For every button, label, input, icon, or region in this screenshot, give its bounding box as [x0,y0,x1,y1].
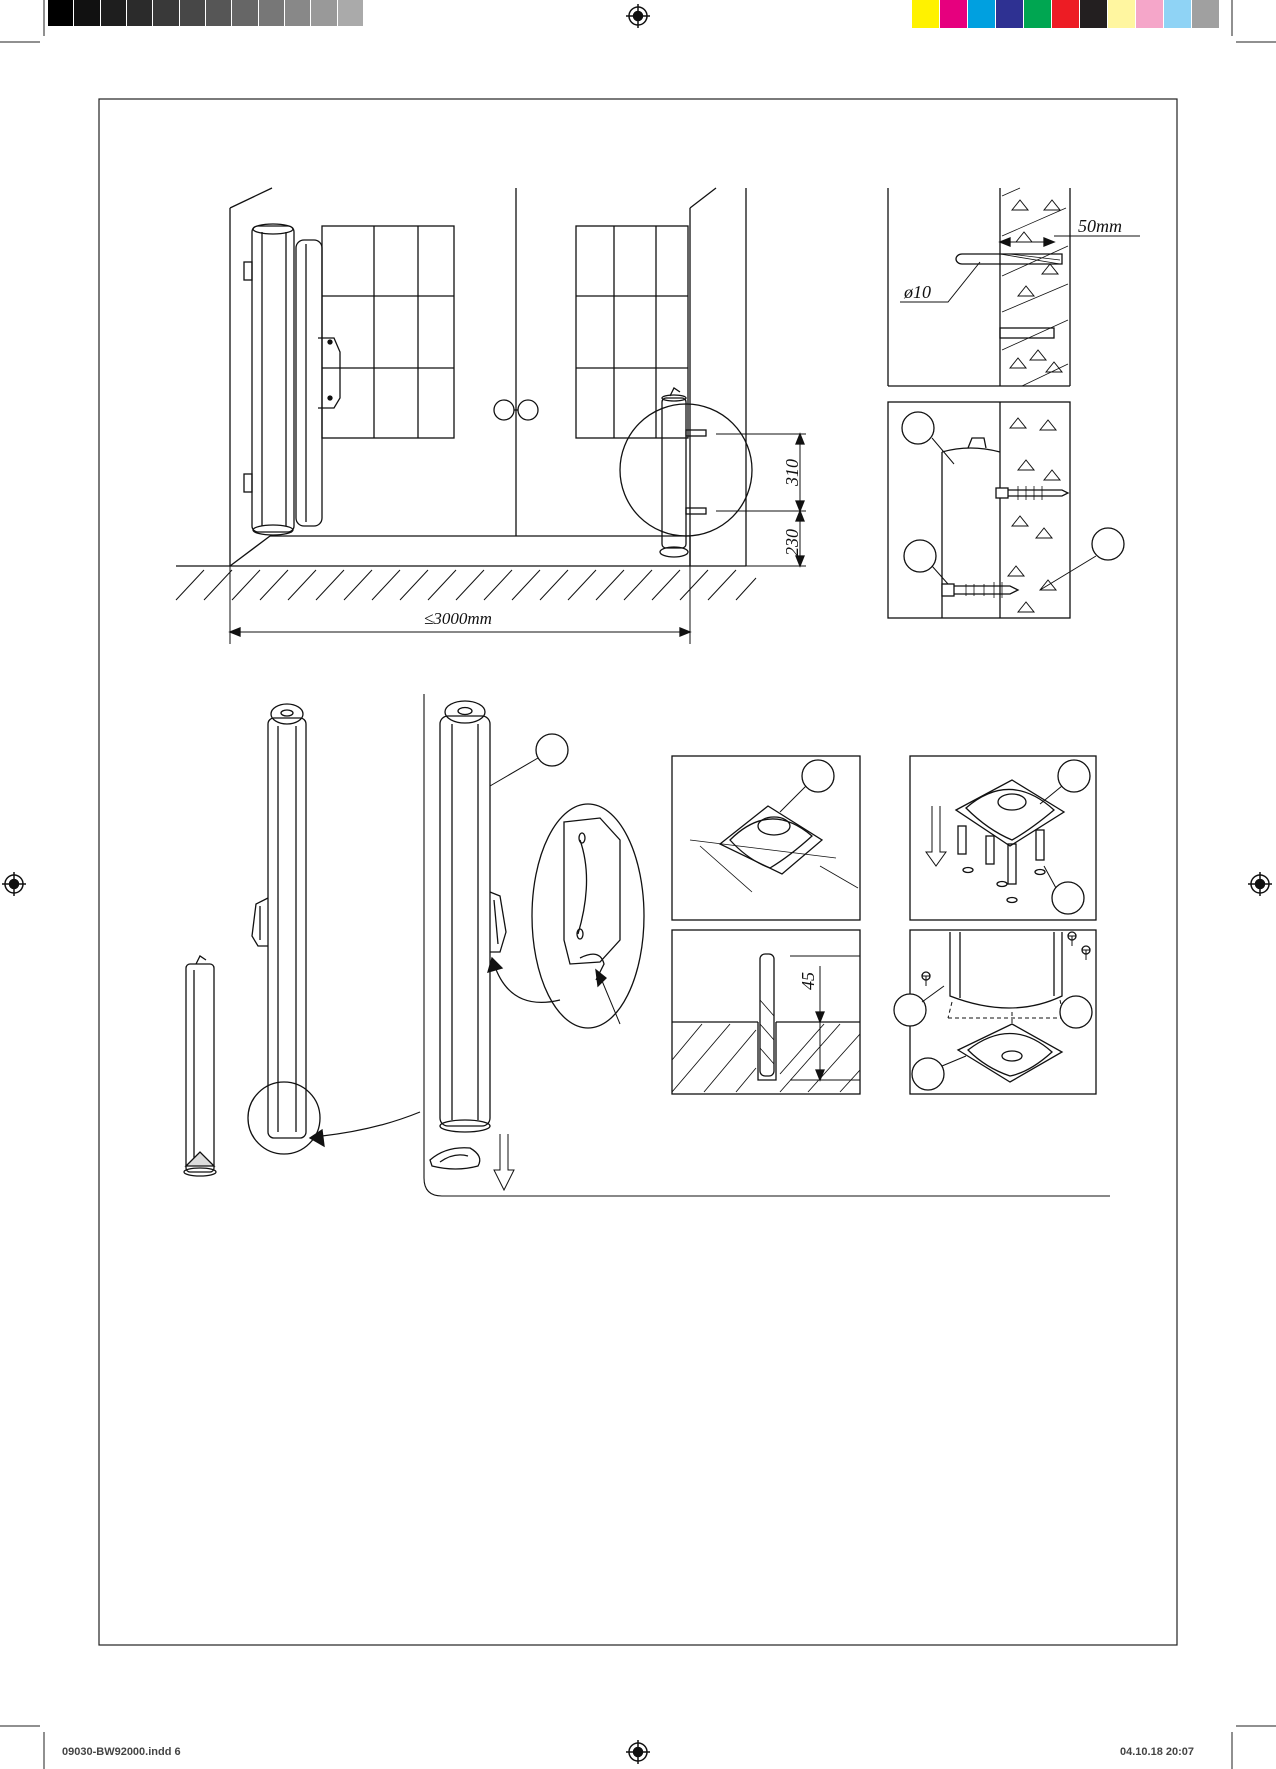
wall-anchor-detail [888,402,1124,618]
floor-hatching [176,570,756,600]
width-dimension-label: ≤3000mm [424,609,492,628]
installation-overview-figure [176,188,806,644]
lower-dimension-label: 230 [782,529,802,556]
registration-mark-top [626,4,650,28]
registration-mark-left [2,872,26,896]
post-base-assembly-detail [894,930,1096,1094]
registration-mark-bottom [626,1740,650,1764]
footer-date-label: 04.10.18 20:07 [1120,1746,1194,1758]
base-bolts-detail [910,756,1096,920]
floor-drilling-detail [672,930,860,1094]
assembled-posts-figure [184,704,420,1176]
post-handle-detail-figure [424,694,1110,1196]
registration-mark-right [1248,872,1272,896]
drill-diameter-label: ø10 [903,282,931,302]
floor-drill-depth-label: 45 [798,972,818,990]
footer-file-label: 09030-BW92000.indd 6 [62,1746,181,1758]
drill-depth-label: 50mm [1078,216,1122,236]
upper-dimension-label: 310 [782,459,802,487]
base-plate-detail [672,756,860,920]
